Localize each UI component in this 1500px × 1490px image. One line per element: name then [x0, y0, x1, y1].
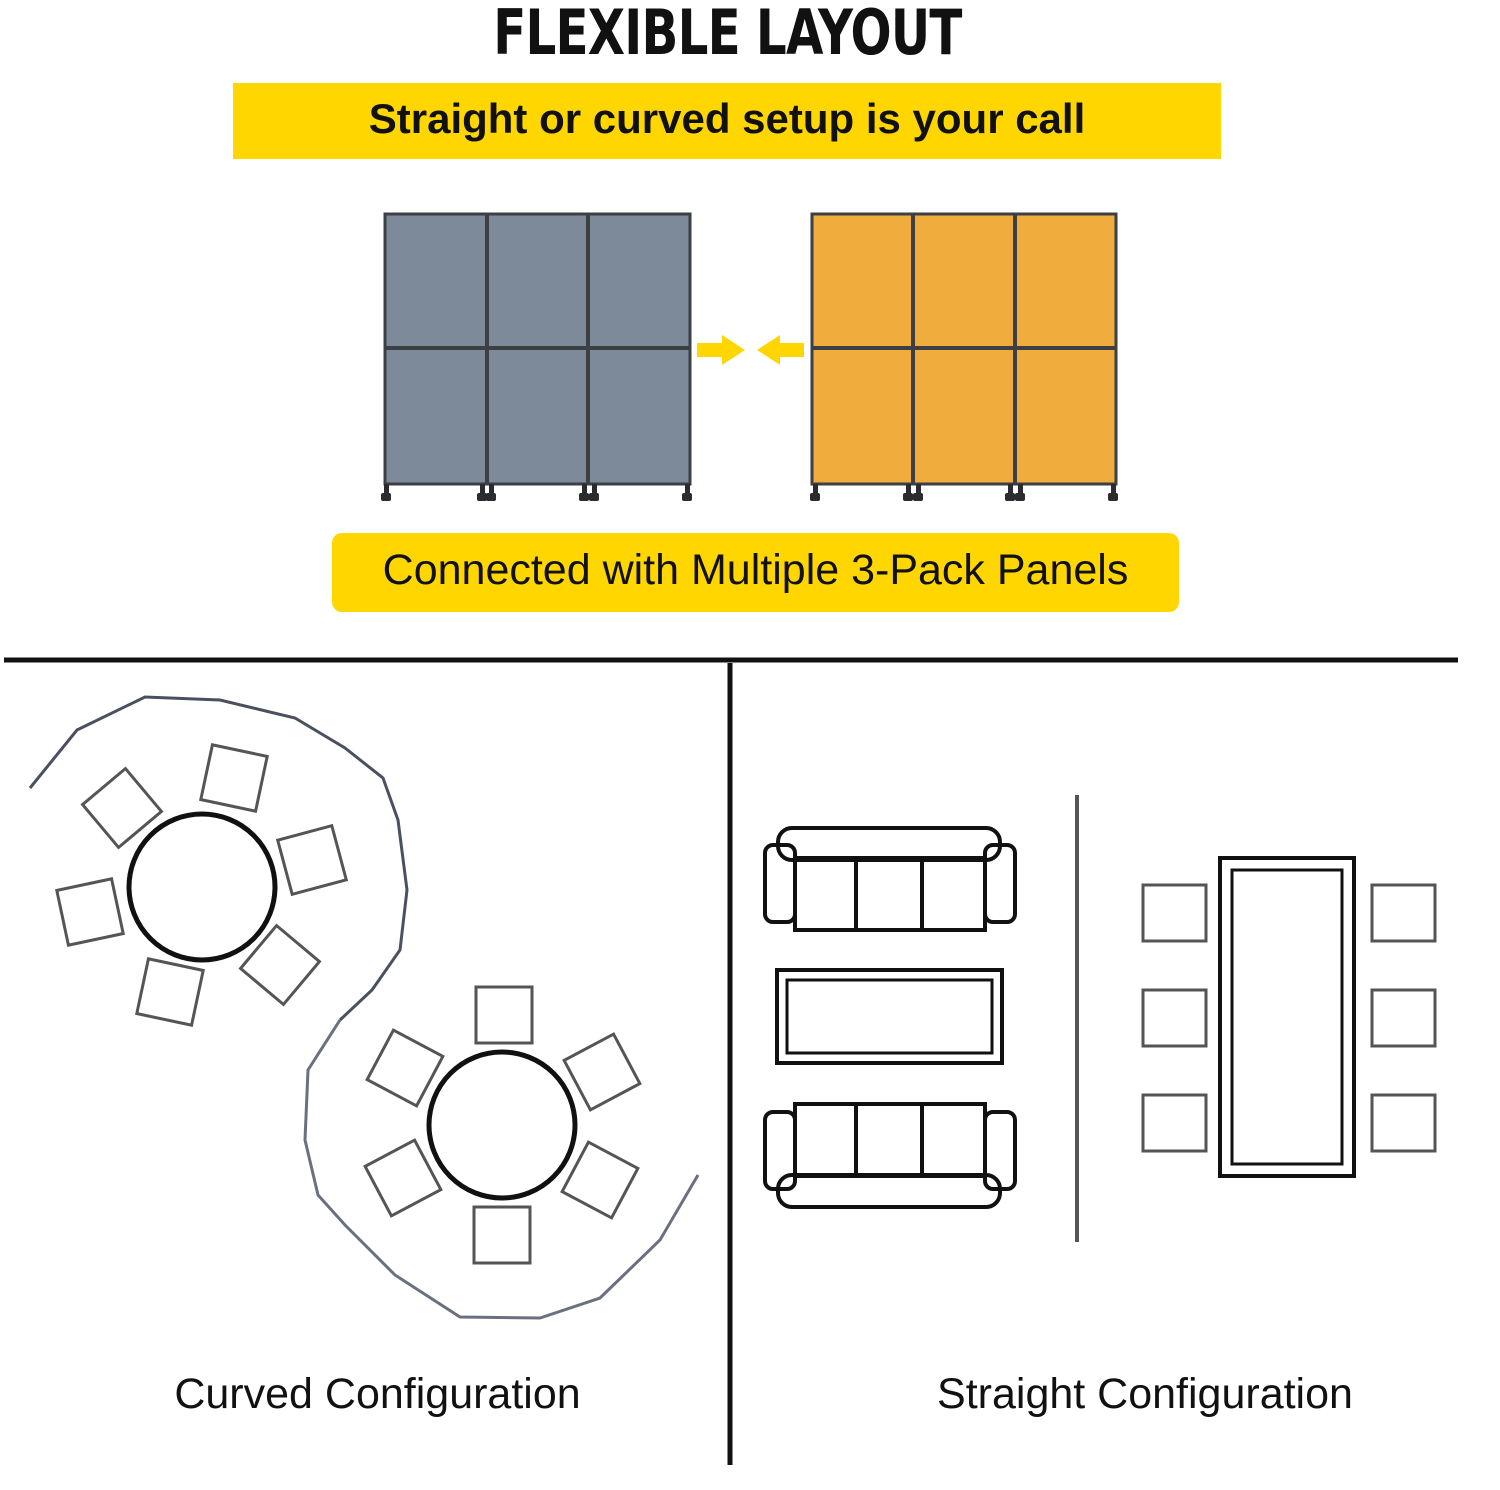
connected-panels-banner: Connected with Multiple 3-Pack Panels [332, 533, 1179, 612]
chair [474, 985, 534, 1045]
chair [55, 877, 125, 947]
chair [238, 923, 322, 1007]
chair [1370, 988, 1437, 1048]
chair [80, 766, 164, 850]
coffee-table [775, 968, 1004, 1065]
chairs-table-2 [363, 985, 642, 1265]
orange-panel-wheels [810, 484, 1118, 501]
round-table-1 [126, 811, 278, 963]
chair [1370, 883, 1437, 943]
chair [472, 1205, 532, 1265]
gray-panel-wheels [381, 484, 692, 501]
chair [363, 1138, 443, 1218]
chair [135, 957, 205, 1027]
straight-configuration-caption: Straight Configuration [937, 1370, 1353, 1418]
round-table-2 [426, 1049, 578, 1201]
chair [1141, 883, 1208, 943]
curved-panel-wall-top [28, 695, 409, 1022]
page-title: FLEXIBLE LAYOUT [493, 0, 962, 69]
chair [199, 743, 269, 813]
arrow-left-icon [757, 335, 804, 365]
chair [365, 1028, 445, 1108]
chairs-table-1 [55, 743, 349, 1027]
dining-table [1218, 856, 1356, 1178]
chair [560, 1140, 640, 1220]
chair [562, 1032, 642, 1112]
subtitle-banner: Straight or curved setup is your call [233, 83, 1221, 159]
chair [1141, 1093, 1208, 1153]
chair [275, 823, 349, 897]
chair [1141, 988, 1208, 1048]
curved-configuration-diagram [28, 695, 700, 1320]
sofa-top [763, 826, 1017, 932]
gray-panel-set [381, 212, 692, 501]
orange-panel-set [810, 212, 1118, 501]
chair [1370, 1093, 1437, 1153]
curved-panel-wall-bottom [303, 1019, 700, 1320]
arrow-right-icon [697, 335, 745, 365]
straight-configuration-diagram [763, 795, 1437, 1242]
curved-configuration-caption: Curved Configuration [174, 1370, 581, 1418]
sofa-bottom [763, 1102, 1017, 1209]
dining-chairs [1141, 883, 1437, 1153]
